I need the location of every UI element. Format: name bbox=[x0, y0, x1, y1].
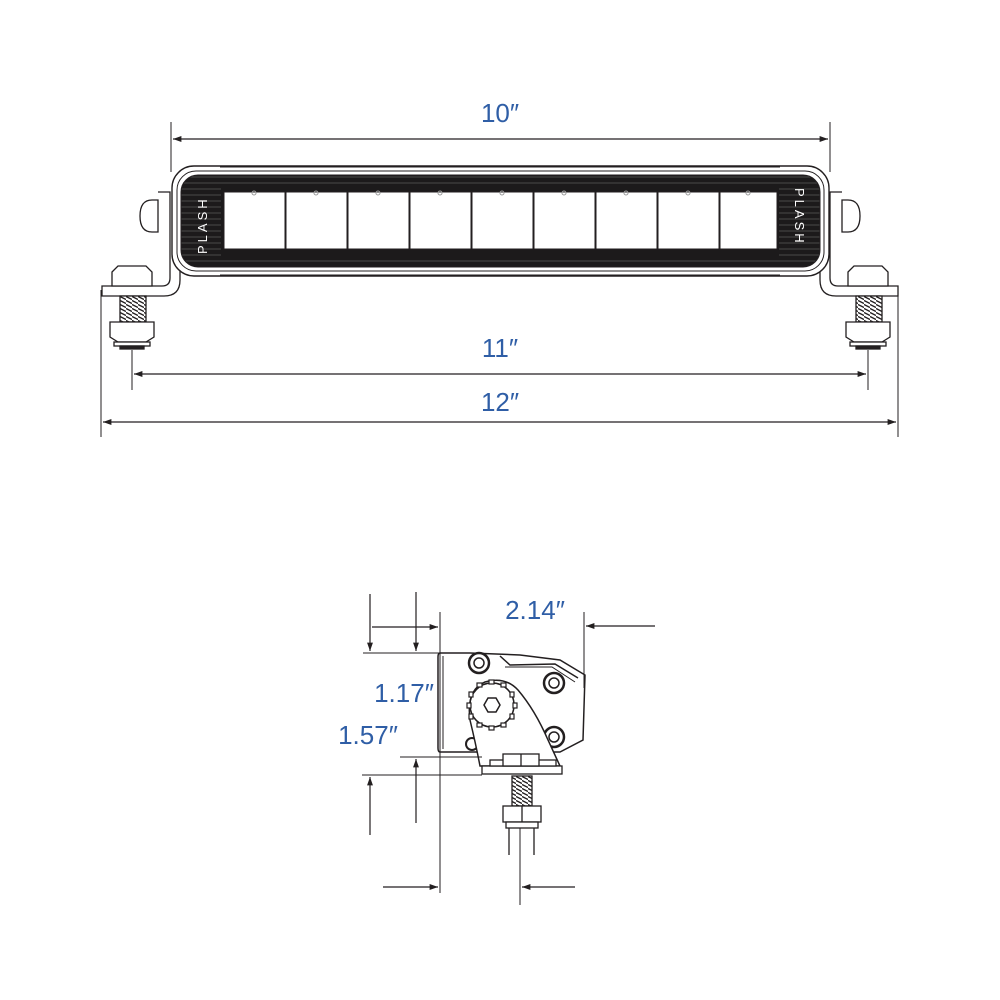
dimension-label-1-57in: 1.57″ bbox=[338, 720, 398, 750]
led-cell bbox=[347, 191, 410, 250]
dimension-label-2-14in: 2.14″ bbox=[505, 595, 565, 625]
side-base-bolt bbox=[481, 753, 563, 855]
led-cell bbox=[657, 191, 720, 250]
led-cell bbox=[223, 191, 286, 250]
led-cells bbox=[223, 191, 778, 250]
front-view: 10″ bbox=[100, 98, 899, 437]
led-cell bbox=[595, 191, 658, 250]
led-cell bbox=[409, 191, 472, 250]
brand-logo-left: PLASH bbox=[195, 196, 210, 254]
dimension-bolt-to-bolt: 11″ bbox=[131, 333, 869, 390]
dimension-overall-height: 1.57″ bbox=[338, 594, 482, 835]
dimension-label-12in: 12″ bbox=[481, 387, 519, 417]
left-mounting-bracket bbox=[101, 191, 181, 350]
side-view: 2.14″ 1.17″ 1.57″ bbox=[338, 592, 655, 905]
brand-logo-right: PLASH bbox=[792, 188, 807, 246]
led-cell bbox=[285, 191, 348, 250]
led-cell bbox=[471, 191, 534, 250]
dimension-label-11in: 11″ bbox=[482, 333, 518, 363]
right-mounting-bracket bbox=[819, 191, 899, 350]
side-bracket-pivot bbox=[466, 679, 562, 767]
light-bar-housing: PLASH PLASH bbox=[171, 165, 830, 277]
dimension-depth: 2.14″ bbox=[372, 595, 655, 893]
dimension-label-10in: 10″ bbox=[481, 98, 519, 128]
dimension-housing-height: 1.17″ bbox=[363, 592, 482, 823]
dimension-label-1-17in: 1.17″ bbox=[374, 678, 434, 708]
led-cell bbox=[719, 191, 778, 250]
dimension-bolt-offset bbox=[383, 828, 575, 905]
dimension-lens-width: 10″ bbox=[170, 98, 831, 172]
led-cell bbox=[533, 191, 596, 250]
dimension-overall-width: 12″ bbox=[100, 290, 899, 437]
